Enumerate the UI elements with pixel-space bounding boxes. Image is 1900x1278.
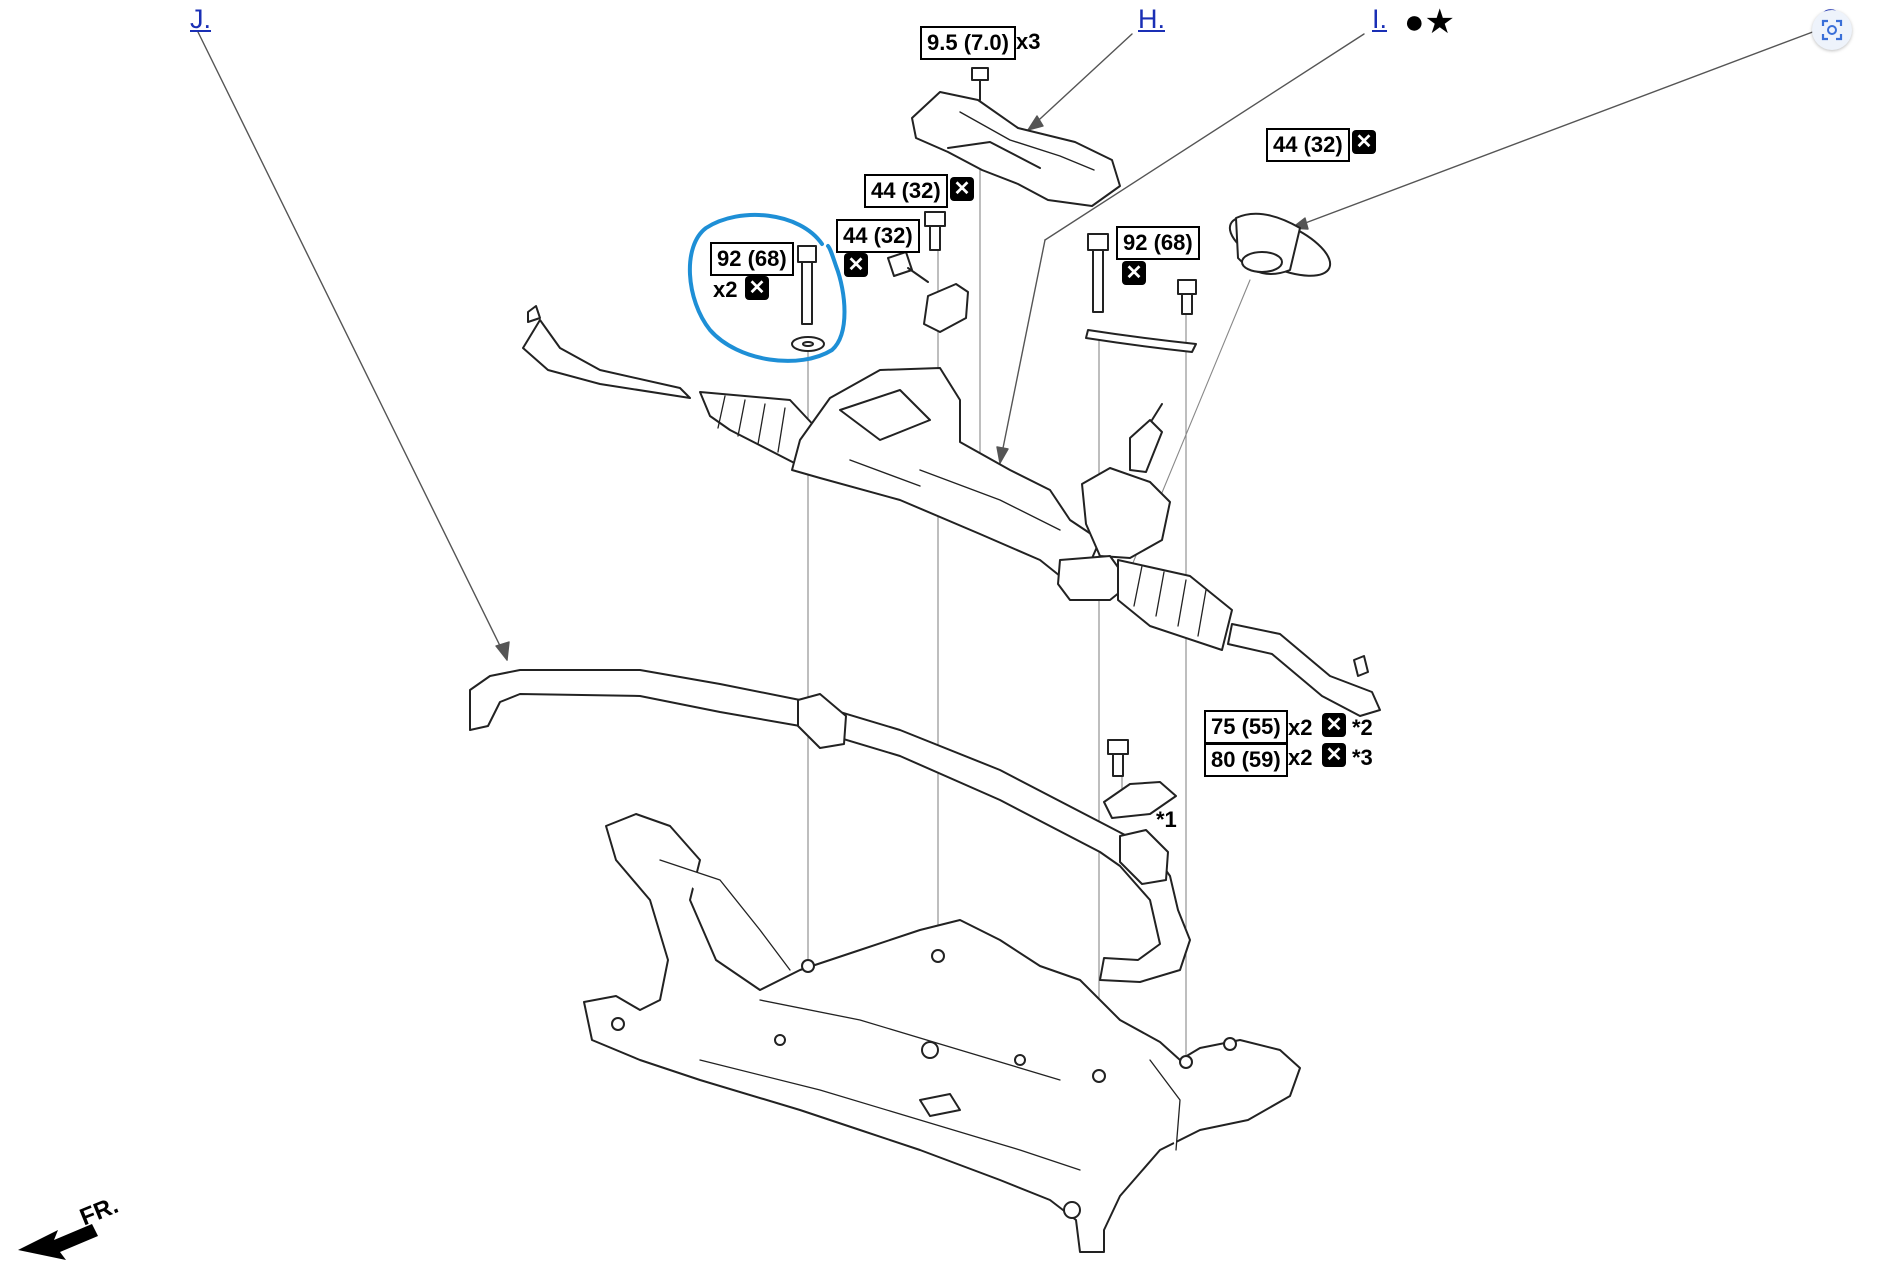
torque-bracket-bolt-upper: 44 (32) bbox=[864, 174, 948, 208]
scan-icon[interactable] bbox=[1812, 10, 1852, 50]
heat-shield-bolt bbox=[971, 67, 989, 101]
heat-shield bbox=[911, 91, 1121, 207]
steering-dust-cover bbox=[1228, 212, 1332, 277]
steering-rack-assembly bbox=[522, 305, 1381, 717]
replace-part-icon: ✕ bbox=[745, 276, 769, 300]
torque-stabilizer-bolt-a: 75 (55) bbox=[1204, 710, 1288, 744]
highlight-circle bbox=[688, 212, 847, 363]
qty-rack-mount-bolt: x2 bbox=[713, 277, 738, 302]
torque-shield-bolt: 9.5 (7.0) bbox=[920, 26, 1016, 60]
rack-bracket bbox=[923, 283, 969, 333]
qty-stabilizer-bolt-a: x2 bbox=[1288, 715, 1313, 740]
stabilizer-bolt bbox=[1107, 739, 1129, 777]
dot-star-icon: ●★ bbox=[1404, 3, 1456, 41]
replace-part-icon: ✕ bbox=[950, 177, 974, 201]
replace-part-icon: ✕ bbox=[1122, 261, 1146, 285]
right-clamp-bolt bbox=[1177, 279, 1197, 315]
replace-part-icon: ✕ bbox=[844, 253, 868, 277]
stabilizer-bracket bbox=[1103, 781, 1177, 819]
front-sub-frame bbox=[583, 813, 1301, 1253]
leader-line-i bbox=[996, 33, 1365, 464]
link-j[interactable]: J. bbox=[190, 4, 212, 34]
link-i[interactable]: I. bbox=[1372, 4, 1388, 34]
leader-line-j bbox=[197, 31, 510, 661]
qty-stabilizer-bolt-b: x2 bbox=[1288, 745, 1313, 770]
stabilizer-bar bbox=[469, 669, 1191, 983]
replace-part-icon: ✕ bbox=[1352, 130, 1376, 154]
link-h[interactable]: H. bbox=[1138, 4, 1165, 34]
bracket-bolt-angled bbox=[887, 251, 929, 283]
torque-stabilizer-bolt-b: 80 (59) bbox=[1204, 743, 1288, 777]
note-bracket: *1 bbox=[1156, 807, 1177, 832]
replace-part-icon: ✕ bbox=[1322, 743, 1346, 767]
qty-shield-bolt: x3 bbox=[1016, 29, 1041, 54]
leader-line-h bbox=[1027, 33, 1133, 131]
front-arrow-icon bbox=[18, 1224, 98, 1260]
torque-right-clamp-bolt: 44 (32) bbox=[1266, 128, 1350, 162]
replace-part-icon: ✕ bbox=[1322, 713, 1346, 737]
torque-rack-mount-bolt: 92 (68) bbox=[710, 242, 794, 276]
torque-right-mount-bolt: 92 (68) bbox=[1116, 226, 1200, 260]
torque-bracket-bolt-lower: 44 (32) bbox=[836, 219, 920, 253]
bracket-bolt-vertical bbox=[924, 211, 946, 251]
note-stabilizer-bolt-a: *2 bbox=[1352, 715, 1373, 740]
rack-mount-bolt bbox=[791, 245, 825, 352]
rack-clamp-strap bbox=[1085, 329, 1197, 353]
right-mount-bolt bbox=[1087, 233, 1109, 313]
note-stabilizer-bolt-b: *3 bbox=[1352, 745, 1373, 770]
